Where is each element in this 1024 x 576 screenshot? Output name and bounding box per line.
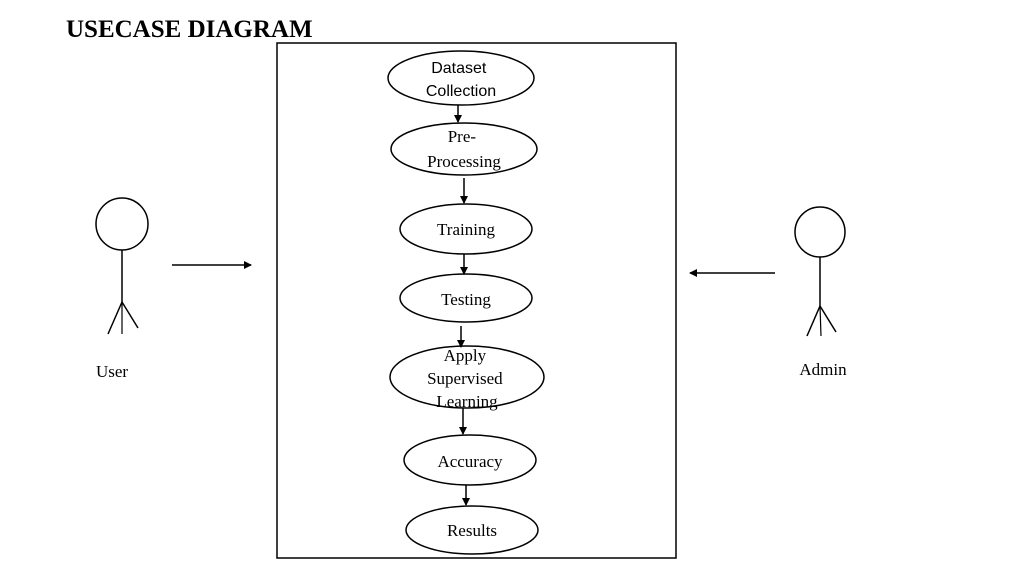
usecase-apply-supervised-learning-line-1: Apply (444, 346, 487, 365)
admin-label: Admin (799, 360, 847, 379)
usecase-pre-processing: Pre- Processing (390, 122, 538, 176)
usecase-training-line-1: Training (437, 220, 495, 239)
usecase-apply-supervised-learning-line-3: Learning (436, 392, 498, 411)
usecase-accuracy: Accuracy (403, 434, 537, 486)
admin-head (794, 206, 846, 258)
usecase-apply-supervised-learning: Apply Supervised Learning (389, 345, 545, 411)
usecase-dataset-collection-line-1: Dataset (431, 60, 487, 77)
usecase-pre-processing-line-1: Pre- (448, 127, 477, 146)
usecase-accuracy-line-1: Accuracy (437, 452, 503, 471)
usecase-dataset-collection-line-2: Collection (426, 83, 496, 100)
svg-text:Dataset Collection: Dataset Collection (426, 60, 496, 100)
usecase-results-line-1: Results (447, 521, 497, 540)
usecase-testing-line-1: Testing (441, 290, 491, 309)
svg-text:Results: Results (447, 521, 497, 540)
svg-text:Pre- Processing: Pre- Processing (427, 127, 501, 171)
usecase-dataset-collection: Dataset Collection (387, 50, 535, 106)
usecase-apply-supervised-learning-line-2: Supervised (427, 369, 503, 388)
usecase-pre-processing-line-2: Processing (427, 152, 501, 171)
usecase-testing: Testing (399, 273, 533, 323)
usecase-training: Training (399, 203, 533, 255)
user-head (95, 197, 149, 251)
admin-leg-inner (819, 305, 822, 337)
admin-actor: Admin (794, 206, 847, 379)
user-label: User (96, 362, 128, 381)
svg-text:Accuracy: Accuracy (437, 452, 503, 471)
diagram-title: USECASE DIAGRAM (66, 16, 313, 43)
user-actor: User (95, 197, 149, 381)
svg-text:Apply Supervised L: Apply Supervised Learning (427, 346, 507, 411)
user-right-leg (121, 301, 139, 329)
admin-right-leg (819, 305, 837, 333)
svg-text:Testing: Testing (441, 290, 491, 309)
admin-left-leg (806, 305, 821, 337)
usecase-results: Results (405, 505, 539, 555)
svg-text:Training: Training (437, 220, 495, 239)
system-boundary (276, 42, 677, 559)
user-left-leg (107, 301, 123, 335)
